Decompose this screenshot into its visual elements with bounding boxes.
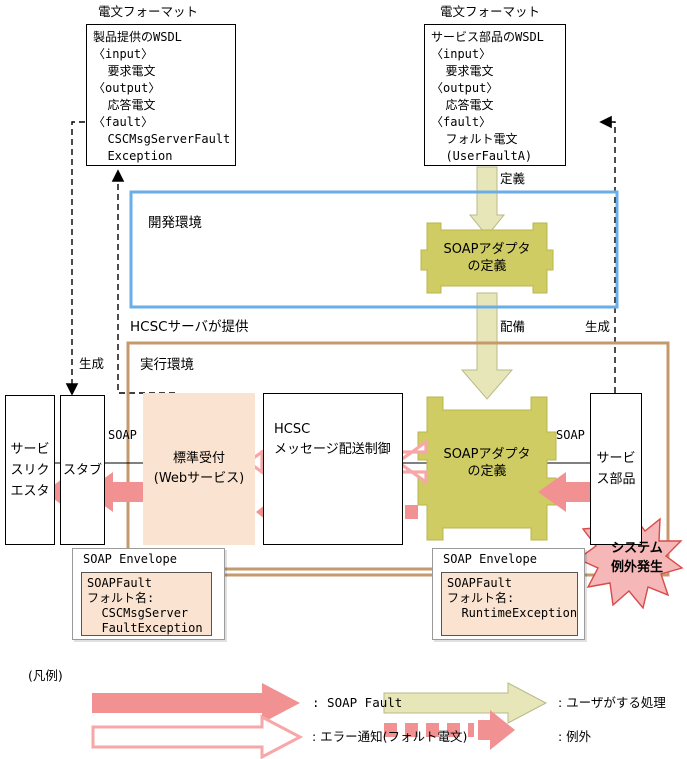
env-right-line-1: フォルト名:: [447, 591, 515, 605]
wsdl-product-line-5: 〈fault〉: [93, 115, 154, 129]
soap-envelope-left: SOAP Envelope SOAPFault フォルト名: CSCMsgSer…: [72, 548, 225, 640]
soap-envelope-left-title: SOAP Envelope: [83, 552, 177, 566]
wsdl-product-line-6: CSCMsgServerFault: [93, 132, 231, 146]
label-soap-right: SOAP: [556, 428, 585, 442]
legend-label-soap-fault: : SOAP Fault: [312, 695, 403, 710]
wsdl-sp-line-1: 〈input〉: [431, 47, 492, 61]
soap-envelope-right-body: SOAPFault フォルト名: RuntimeException: [441, 572, 578, 636]
wsdl-product-line-1: 〈input〉: [93, 47, 154, 61]
wsdl-sp-line-7: (UserFaultA): [431, 149, 533, 163]
node-stub[interactable]: スタブ: [60, 395, 105, 545]
wsdl-product-line-7: Exception: [93, 149, 173, 163]
label-generate-left: 生成: [79, 356, 105, 371]
wsdl-sp-line-2: 要求電文: [431, 64, 494, 78]
legend-label-exception: : 例外: [558, 729, 592, 744]
dashed-generate-right: [599, 115, 616, 393]
env-left-line-1: フォルト名:: [87, 591, 155, 605]
legend-glyph-exception: [384, 710, 515, 750]
dashed-to-wsdl-left: [111, 169, 175, 394]
wsdl-product-line-3: 〈output〉: [93, 81, 161, 95]
legend-title: (凡例): [28, 668, 63, 683]
label-generate-right: 生成: [585, 319, 611, 334]
olive-arrow-define: [468, 166, 506, 237]
soap-adapter-dev-shape: [420, 222, 554, 294]
wsdl-product-line-0: 製品提供のWSDL: [93, 30, 182, 44]
wsdl-service-part-box: サービス部品のWSDL 〈input〉 要求電文 〈output〉 応答電文 〈…: [424, 24, 566, 166]
soap-envelope-left-body: SOAPFault フォルト名: CSCMsgServer FaultExcep…: [81, 572, 212, 636]
wsdl-sp-line-6: フォルト電文: [431, 132, 518, 146]
legend-glyph-user-action: [383, 682, 548, 724]
wsdl-sp-line-3: 〈output〉: [431, 81, 499, 95]
title-right-format: 電文フォーマット: [440, 4, 541, 19]
node-service-part[interactable]: サービ ス部品: [590, 393, 642, 545]
title-left-format: 電文フォーマット: [98, 4, 199, 19]
dashed-generate-left: [65, 121, 85, 396]
system-exception-burst-label: システム 例外発生: [610, 541, 663, 575]
node-hcsc-delivery-label: HCSC メッセージ配送制御: [274, 422, 391, 457]
runtime-env-boundary: [126, 341, 670, 577]
soap-envelope-right-title: SOAP Envelope: [443, 552, 537, 566]
node-standard-reception[interactable]: 標準受付 (Webサービス): [143, 393, 255, 545]
env-left-line-2: CSCMsgServer: [87, 606, 189, 620]
wsdl-sp-line-4: 応答電文: [431, 98, 494, 112]
node-service-requester[interactable]: サービ スリク エスタ: [5, 395, 55, 545]
arrow-soapfault-servicepart-to-adapter: [538, 472, 590, 512]
soap-adapter-dev-label: SOAPアダプタ の定義: [443, 242, 531, 274]
label-deploy: 配備: [500, 319, 526, 334]
env-left-line-3: FaultException: [87, 621, 203, 635]
label-soap-left: SOAP: [108, 428, 137, 442]
env-right-line-0: SOAPFault: [447, 576, 513, 590]
soap-envelope-right: SOAP Envelope SOAPFault フォルト名: RuntimeEx…: [432, 548, 585, 640]
runtime-env-label: 実行環境: [140, 357, 194, 373]
legend-glyph-error-notice: [91, 714, 304, 759]
dev-env-boundary: [129, 190, 619, 309]
wsdl-product-line-2: 要求電文: [93, 64, 156, 78]
olive-arrow-deploy: [460, 292, 514, 400]
soap-adapter-runtime-label: SOAPアダプタ の定義: [443, 447, 531, 479]
legend-label-error-notice: : エラー通知(フォルト電文): [312, 729, 468, 744]
wsdl-sp-line-5: 〈fault〉: [431, 115, 492, 129]
wsdl-product-box: 製品提供のWSDL 〈input〉 要求電文 〈output〉 応答電文 〈fa…: [86, 24, 236, 166]
env-right-line-2: RuntimeException: [447, 606, 578, 620]
node-hcsc-delivery[interactable]: HCSC メッセージ配送制御: [263, 393, 403, 545]
legend-label-user-action: : ユーザがする処理: [558, 695, 666, 710]
label-define: 定義: [500, 171, 526, 186]
hcsc-provides-label: HCSCサーバが提供: [130, 319, 249, 335]
dev-env-label: 開発環境: [148, 215, 202, 231]
wsdl-product-line-4: 応答電文: [93, 98, 156, 112]
wsdl-sp-line-0: サービス部品のWSDL: [431, 30, 544, 44]
legend-glyph-soap-fault: [92, 683, 300, 723]
env-left-line-0: SOAPFault: [87, 576, 153, 590]
